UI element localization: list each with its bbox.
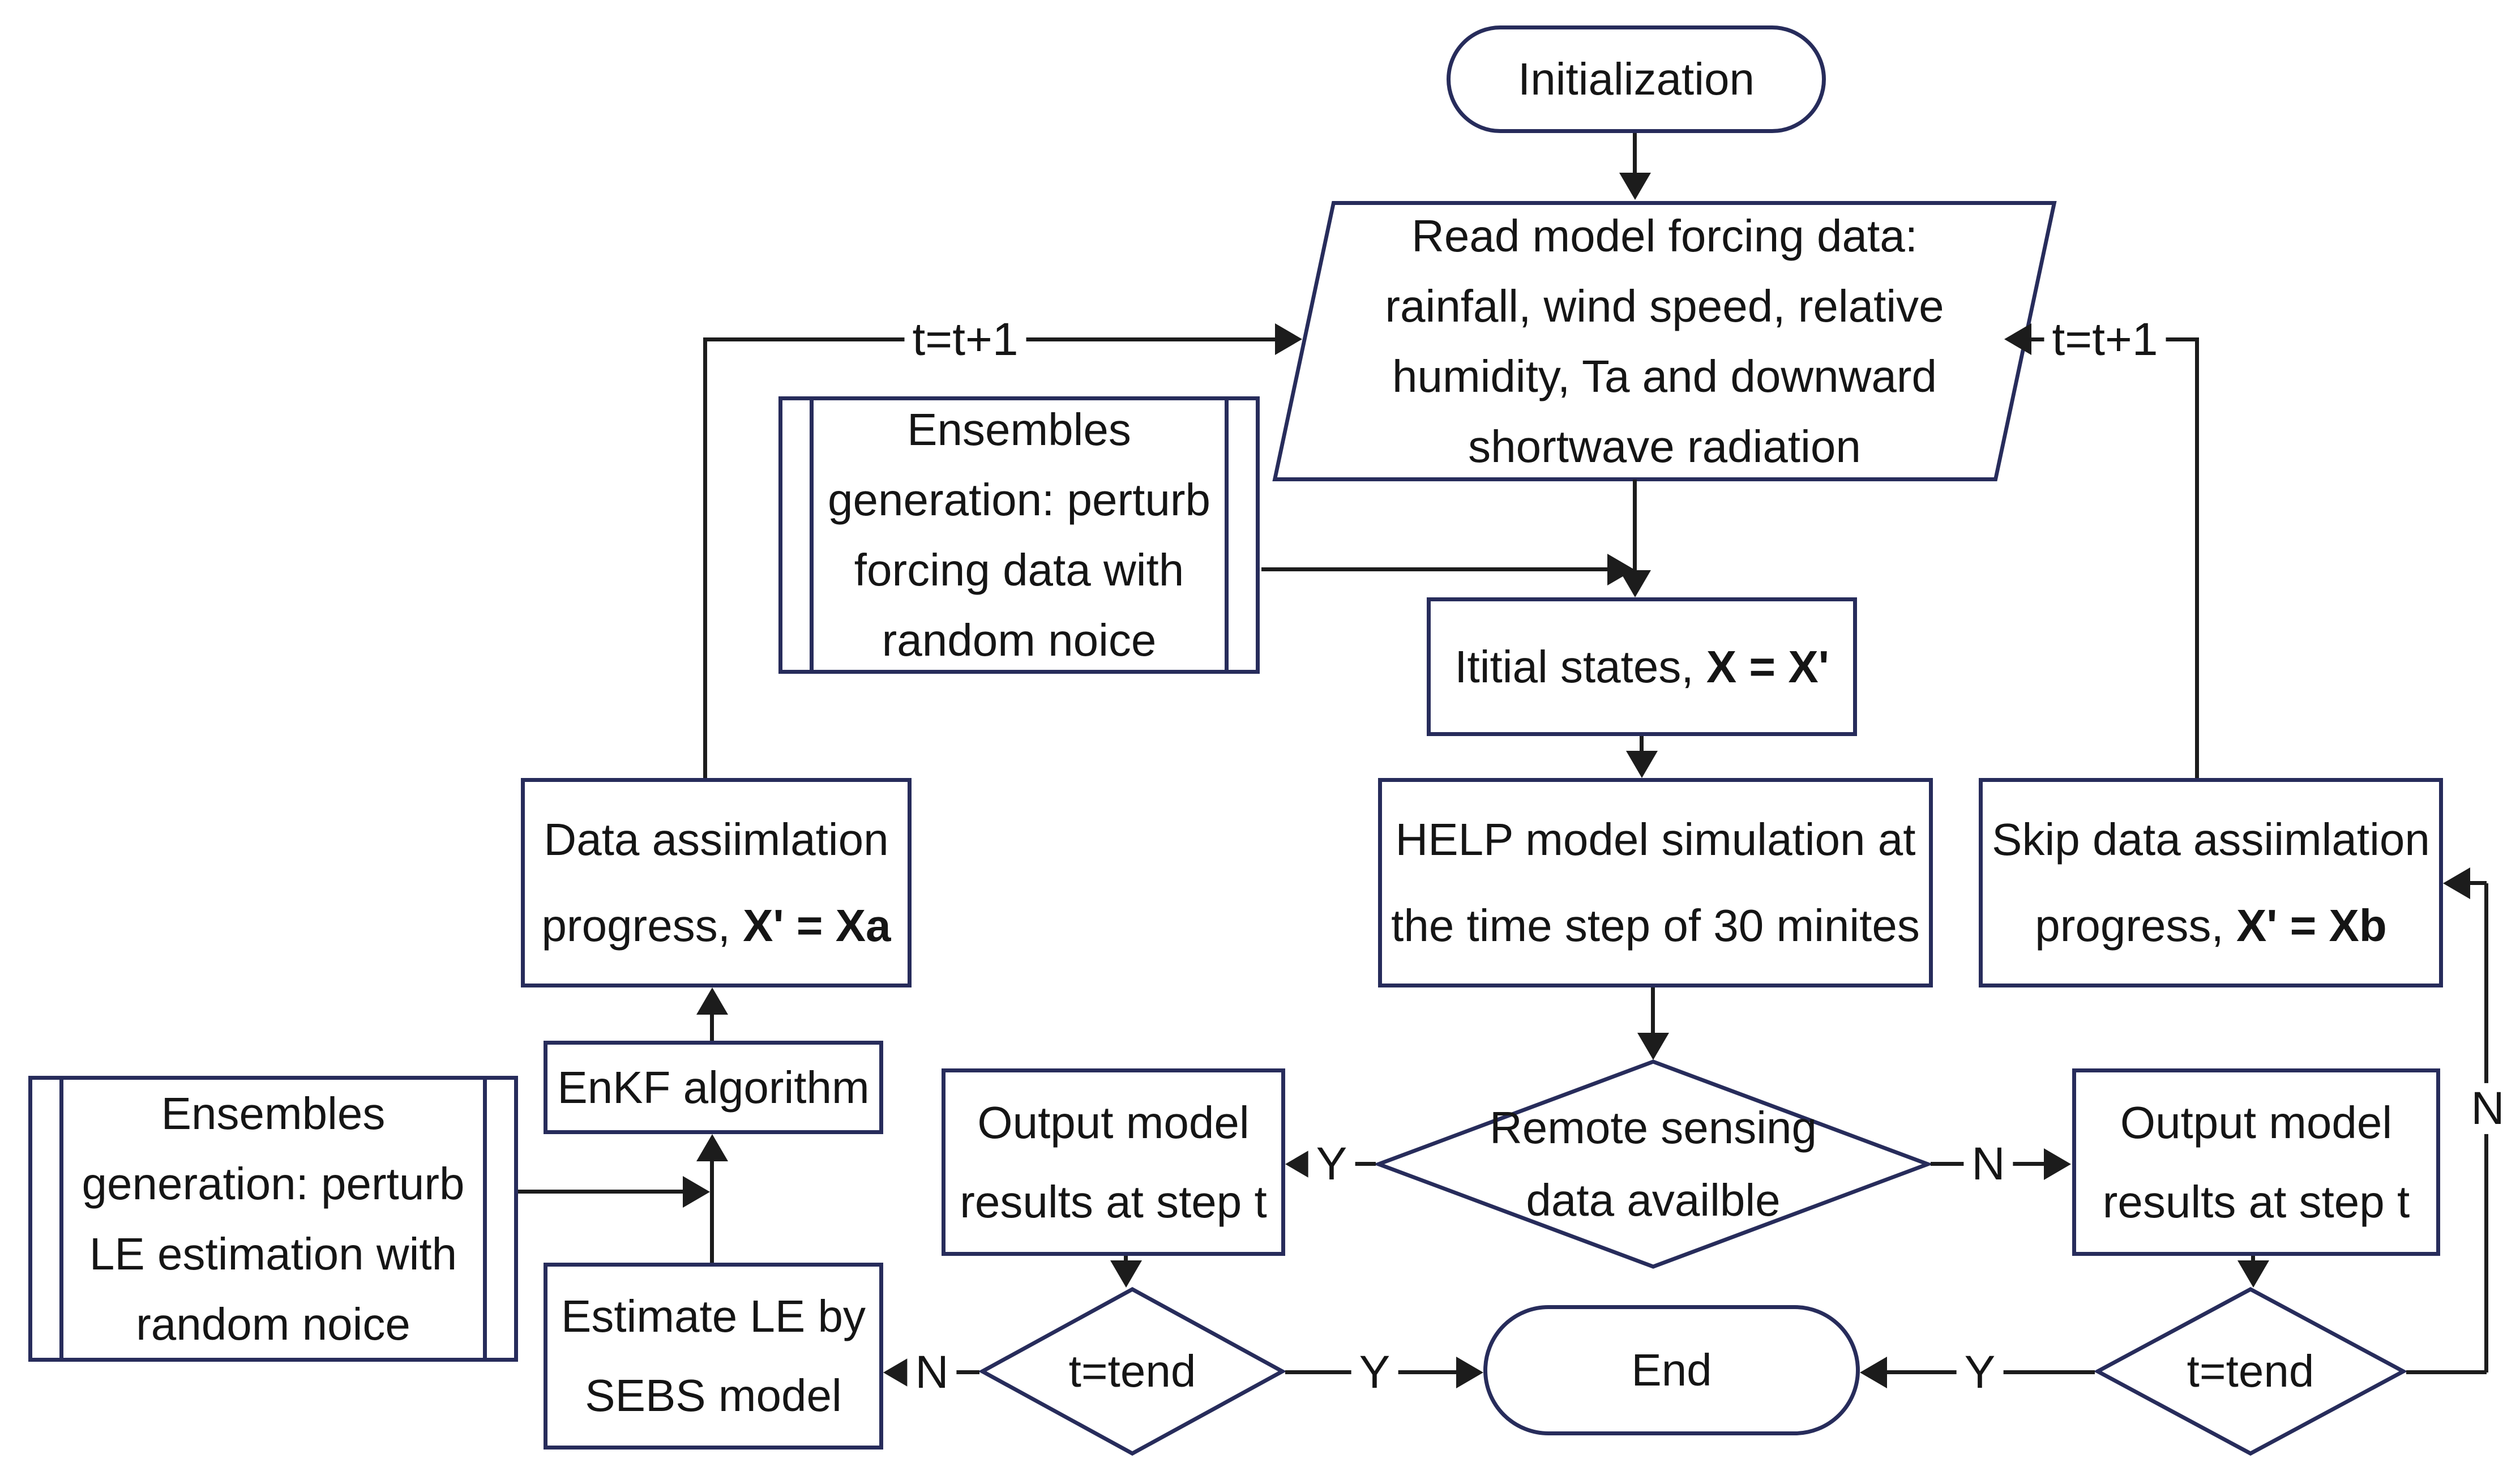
- tend-left-text: t=tend: [979, 1286, 1285, 1456]
- edge-label-rs-yes: Y: [1308, 1138, 1355, 1190]
- arrowhead: [1285, 1148, 1312, 1180]
- ensembles-le-line-4: random noice: [136, 1298, 410, 1349]
- tend-right-label: t=tend: [2187, 1346, 2314, 1396]
- ensembles-le-line-1: Ensembles: [161, 1088, 386, 1139]
- diamond-shape: [979, 1287, 1285, 1456]
- node-help-simulation: HELP model simulation at the time step o…: [1378, 778, 1933, 987]
- connector-line: [710, 1160, 714, 1263]
- connector-line: [710, 1014, 714, 1041]
- connector-line: [2195, 339, 2199, 778]
- predefined-process-bar: [59, 1079, 63, 1358]
- arrowhead: [1275, 323, 1302, 355]
- node-remote-sensing-decision: Remote sensing data availble: [1376, 1059, 1931, 1269]
- connector-line: [703, 339, 707, 778]
- node-initialization: Initialization: [1447, 25, 1826, 133]
- node-initial-states: Ititial states, X = X': [1427, 597, 1857, 736]
- predefined-process-bar: [810, 400, 814, 670]
- arrowhead: [1626, 751, 1658, 778]
- node-end-label: End: [1631, 1345, 1712, 1395]
- node-ensembles-le: Ensembles generation: perturb LE estimat…: [28, 1076, 518, 1362]
- arrowhead: [696, 987, 728, 1015]
- node-read-forcing-text: Read model forcing data: rainfall, wind …: [1302, 201, 2027, 481]
- connector-line: [1640, 736, 1644, 753]
- ensembles-forcing-line-1: Ensembles: [907, 404, 1131, 455]
- data-assimilation-line-2: progress, X' = Xa: [541, 900, 891, 951]
- data-assimilation-line-1: Data assiimlation: [544, 814, 889, 865]
- node-read-forcing-data: Read model forcing data: rainfall, wind …: [1272, 201, 2057, 481]
- node-enkf-algorithm: EnKF algorithm: [544, 1041, 883, 1134]
- node-output-results-left: Output model results at step t: [942, 1068, 1285, 1256]
- output-left-line-1: Output model: [977, 1097, 1250, 1148]
- diamond-shape: [1376, 1059, 1931, 1269]
- help-simulation-line-1: HELP model simulation at: [1395, 814, 1916, 865]
- connector-line: [1261, 567, 1610, 571]
- arrowhead: [1637, 1033, 1669, 1060]
- ensembles-le-line-2: generation: perturb: [82, 1158, 465, 1209]
- initial-states-label: Ititial states, X = X': [1454, 641, 1829, 692]
- connector-line: [1651, 987, 1655, 1035]
- remote-sensing-line-2: data availble: [1526, 1175, 1781, 1225]
- edge-label-t-increment-left: t=t+1: [904, 314, 1026, 366]
- connector-line: [2406, 1370, 2487, 1374]
- edge-label-rs-no: N: [1963, 1138, 2013, 1190]
- ensembles-forcing-line-3: forcing data with: [854, 545, 1184, 595]
- skip-assimilation-line-1: Skip data assiimlation: [1992, 814, 2430, 865]
- ensembles-forcing-line-4: random noice: [882, 615, 1157, 665]
- remote-sensing-line-1: Remote sensing: [1489, 1102, 1817, 1153]
- edge-label-tend-right-no: N: [2463, 1083, 2513, 1135]
- read-forcing-line-1: Read model forcing data:: [1411, 210, 1918, 261]
- node-output-results-right: Output model results at step t: [2072, 1068, 2440, 1256]
- connector-line: [1633, 480, 1637, 573]
- connector-line: [2470, 881, 2487, 885]
- node-end: End: [1483, 1305, 1860, 1435]
- output-right-line-2: results at step t: [2102, 1176, 2410, 1227]
- predefined-process-bar: [1225, 400, 1229, 670]
- edge-label-tend-right-yes: Y: [1956, 1346, 2004, 1399]
- edge-label-t-increment-right: t=t+1: [2044, 314, 2166, 366]
- connector-line: [2251, 1256, 2255, 1264]
- remote-sensing-text: Remote sensing data availble: [1376, 1059, 1931, 1269]
- diamond-shape: [2095, 1287, 2406, 1456]
- skip-assimilation-line-2: progress, X' = Xb: [2035, 900, 2387, 951]
- output-left-line-2: results at step t: [960, 1176, 1267, 1227]
- arrowhead: [696, 1134, 728, 1161]
- ensembles-forcing-line-2: generation: perturb: [827, 474, 1210, 525]
- arrowhead: [1860, 1357, 1887, 1388]
- arrowhead: [2237, 1260, 2269, 1288]
- arrowhead: [2044, 1148, 2071, 1180]
- node-estimate-le: Estimate LE by SEBS model: [544, 1263, 883, 1450]
- node-tend-decision-right: t=tend: [2095, 1286, 2406, 1456]
- node-data-assimilation: Data assiimlation progress, X' = Xa: [521, 778, 912, 987]
- node-skip-assimilation: Skip data assiimlation progress, X' = Xb: [1979, 778, 2443, 987]
- estimate-le-line-2: SEBS model: [585, 1370, 842, 1421]
- connector-line: [1633, 133, 1637, 175]
- connector-line: [1124, 1256, 1128, 1264]
- arrowhead: [2004, 323, 2031, 355]
- arrowhead: [883, 1357, 910, 1388]
- read-forcing-line-2: rainfall, wind speed, relative: [1385, 280, 1944, 331]
- connector-line: [518, 1190, 684, 1194]
- node-tend-decision-left: t=tend: [979, 1286, 1285, 1456]
- arrowhead: [2443, 867, 2470, 899]
- ensembles-le-line-3: LE estimation with: [89, 1228, 457, 1279]
- read-forcing-line-3: humidity, Ta and downward: [1392, 350, 1937, 401]
- arrowhead: [1607, 554, 1635, 585]
- tend-left-label: t=tend: [1068, 1346, 1196, 1396]
- tend-right-text: t=tend: [2095, 1286, 2406, 1456]
- estimate-le-line-1: Estimate LE by: [561, 1291, 866, 1341]
- node-ensembles-forcing: Ensembles generation: perturb forcing da…: [778, 396, 1260, 674]
- edge-label-tend-left-no: N: [907, 1346, 957, 1399]
- arrowhead: [683, 1176, 710, 1208]
- arrowhead: [1110, 1260, 1142, 1288]
- read-forcing-line-4: shortwave radiation: [1468, 421, 1861, 472]
- enkf-label: EnKF algorithm: [557, 1062, 870, 1113]
- node-initialization-label: Initialization: [1517, 54, 1755, 104]
- arrowhead: [1619, 173, 1651, 200]
- help-simulation-line-2: the time step of 30 minites: [1391, 900, 1920, 951]
- edge-label-tend-left-yes: Y: [1351, 1346, 1398, 1399]
- output-right-line-1: Output model: [2120, 1097, 2393, 1148]
- predefined-process-bar: [483, 1079, 487, 1358]
- arrowhead: [1456, 1357, 1483, 1388]
